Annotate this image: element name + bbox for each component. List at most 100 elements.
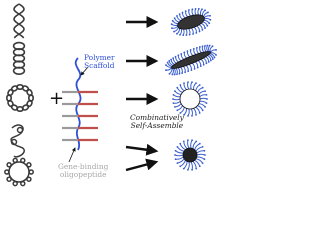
chain-end (176, 32, 178, 35)
chain-end (198, 46, 201, 48)
chain-end (181, 11, 184, 14)
plasmid-loop (10, 104, 19, 111)
chain-end (201, 109, 204, 112)
chain-end (191, 115, 193, 117)
chain-end (208, 22, 211, 25)
corona-chain (173, 100, 181, 104)
dna-loop (12, 66, 26, 76)
corona-chain (194, 8, 197, 16)
self-assemble-label: Combinatively Self-Assemble (130, 114, 184, 130)
chain-end (195, 82, 197, 84)
chain-end (189, 49, 192, 51)
chain-end (176, 146, 179, 148)
plasmid-loop (21, 85, 30, 92)
corona-chain (187, 161, 190, 171)
chain-end (203, 149, 206, 152)
chain-end (183, 114, 185, 116)
oligopeptide-group (62, 90, 98, 142)
helix-strand-b (13, 3, 25, 39)
chain-end (174, 55, 177, 58)
corona-chain (179, 84, 185, 92)
coil-knot (16, 126, 24, 134)
corona-chain (192, 161, 197, 169)
assembled-particle-4 (174, 139, 206, 171)
corona-chain (187, 108, 190, 117)
chain-end (191, 168, 194, 171)
corona-chain (190, 161, 193, 170)
corona-chain (188, 28, 191, 35)
chain-end (204, 44, 206, 47)
chain-end (177, 54, 180, 57)
corona-chain (191, 9, 194, 16)
diagram-canvas: + (4, 3, 217, 187)
corona-chain (186, 51, 191, 58)
assembled-particle-3 (172, 81, 208, 117)
chain-end (211, 45, 214, 48)
chain-end (173, 30, 175, 33)
particle (174, 139, 206, 171)
corona-chain (195, 106, 201, 114)
chain-end (187, 115, 189, 117)
corona-chain (191, 62, 196, 69)
corona-chain (190, 81, 193, 90)
chain-end (174, 90, 176, 92)
chain-end (176, 73, 178, 76)
chain-end (171, 73, 174, 76)
corona-chain (185, 28, 188, 36)
coil-knot (10, 138, 18, 146)
corona-chain (190, 108, 193, 117)
chain-end (179, 142, 182, 145)
ring-bump (6, 162, 12, 168)
chain-end (187, 70, 190, 73)
chain-end (205, 62, 208, 65)
peptide-pointer-arrow (68, 147, 76, 163)
chain-end (178, 72, 181, 75)
chain-end (191, 81, 193, 83)
plasmid-loop (7, 88, 14, 97)
corona-chain (183, 83, 187, 90)
chain-end (204, 154, 206, 156)
chain-end (171, 19, 174, 22)
chain-end (176, 162, 179, 165)
chain-end (184, 10, 187, 13)
chain-end (187, 139, 189, 142)
corona-chain (210, 49, 217, 53)
chain-end (176, 15, 178, 17)
chain-end (188, 33, 191, 36)
chain-end (174, 154, 176, 156)
chain-end (195, 140, 198, 143)
chain-end (183, 51, 186, 54)
corona-chain (190, 49, 194, 56)
chain-end (205, 102, 208, 104)
chain-end (195, 114, 197, 116)
particle (165, 44, 217, 76)
chain-end (182, 34, 185, 37)
chain-end (182, 167, 185, 170)
chain-end (174, 106, 176, 108)
corona-chain (187, 140, 190, 149)
particle-core (179, 88, 201, 110)
corona-chain (199, 97, 208, 100)
helix-strand-a (13, 3, 25, 39)
chain-end (191, 139, 194, 142)
chain-end (204, 90, 207, 92)
chain-end (201, 86, 204, 89)
chain-end (165, 64, 167, 66)
chain-end (173, 73, 176, 76)
chain-end (195, 167, 198, 170)
corona-chain (165, 67, 172, 71)
chain-end (190, 69, 193, 71)
ring-bump (20, 157, 26, 164)
chain-end (166, 61, 169, 64)
corona-chain (172, 98, 181, 101)
plasmid-loop (26, 99, 33, 108)
particle-core (182, 147, 198, 163)
chain-end (186, 50, 189, 53)
chain-end (170, 23, 173, 26)
chain-end (201, 28, 204, 31)
assembled-particle-1 (170, 7, 212, 37)
chain-end (192, 33, 194, 35)
ring-bump (12, 180, 18, 187)
corona-chain (193, 48, 197, 55)
chain-end (198, 84, 201, 86)
